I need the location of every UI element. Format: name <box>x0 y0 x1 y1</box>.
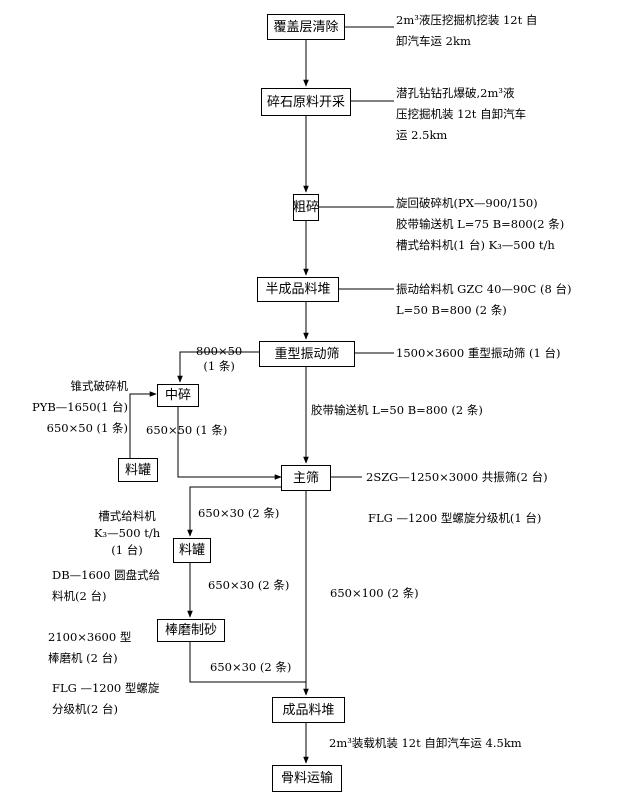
arrow-main-screen-to-bin <box>187 486 281 537</box>
note-line: 旋回破碎机(PX—900/150) <box>396 196 538 210</box>
note-line: L=50 B=800 (2 条) <box>396 303 507 317</box>
node-heavy-screen: 重型振动筛 <box>259 341 355 367</box>
note-line: (1 台) <box>111 543 143 557</box>
node-finished-stockpile: 成品料堆 <box>272 697 345 723</box>
note-line: 槽式给料机 <box>98 509 156 523</box>
note-line: 分级机(2 台) <box>52 702 118 716</box>
node-primary-crushing: 粗碎 <box>293 194 319 221</box>
note-belt-650-100: 650×100 (2 条) <box>330 586 419 600</box>
note-loader: 2m³装载机装 12t 自卸汽车运 4.5km <box>329 736 522 750</box>
note-belt-650-30-c: 650×30 (2 条) <box>210 660 292 674</box>
note-classifier: FLG —1200 型螺旋分级机(1 台) <box>368 511 542 525</box>
node-overburden-removal: 覆盖层清除 <box>267 14 345 40</box>
node-bin-left: 料罐 <box>118 458 158 482</box>
node-aggregate-transport: 骨料运输 <box>272 765 342 792</box>
arrow-rod-mill-to-finished <box>189 642 306 683</box>
note-heavy-screen: 1500×3600 重型振动筛 (1 台) <box>396 346 561 360</box>
note-belt-800: 800×50 (1 条) <box>196 344 242 374</box>
arrow-heavy-screen-to-crusher <box>177 351 262 383</box>
note-main-screen: 2SZG—1250×3000 共振筛(2 台) <box>366 470 548 484</box>
note-cone-crusher: 锥式破碎机 PYB—1650(1 台) 650×50 (1 条) <box>18 376 128 439</box>
note-primary: 旋回破碎机(PX—900/150) 胶带输送机 L=75 B=800(2 条) … <box>396 193 564 256</box>
note-line: 胶带输送机 L=75 B=800(2 条) <box>396 217 565 231</box>
note-line: PYB—1650(1 台) <box>32 400 128 414</box>
node-bin-middle: 料罐 <box>173 538 211 563</box>
note-line: 料机(2 台) <box>52 589 107 603</box>
note-line: 振动给料机 GZC 40—90C (8 台) <box>396 282 572 296</box>
note-line: 2100×3600 型 <box>48 630 132 644</box>
arrow-bin-to-crusher <box>129 391 157 458</box>
node-quarry-mining: 碎石原料开采 <box>261 88 351 116</box>
node-semi-stockpile: 半成品料堆 <box>257 277 339 302</box>
note-line: 棒磨机 (2 台) <box>48 651 118 665</box>
note-line: 2m³液压挖掘机挖装 12t 自 <box>396 13 538 27</box>
note-semi-feeder: 振动给料机 GZC 40—90C (8 台) L=50 B=800 (2 条) <box>396 279 571 321</box>
note-line: 650×50 (1 条) <box>46 421 128 435</box>
note-line: FLG —1200 型螺旋 <box>52 681 160 695</box>
note-line: DB—1600 圆盘式给 <box>52 568 161 582</box>
note-disc-feeder: DB—1600 圆盘式给 料机(2 台) <box>52 565 160 607</box>
note-line: (1 条) <box>203 359 235 373</box>
note-overburden: 2m³液压挖掘机挖装 12t 自 卸汽车运 2km <box>396 10 537 52</box>
arrow-crusher-to-main-screen <box>177 407 282 480</box>
note-mining: 潜孔钻钻孔爆破,2m³液 压挖掘机装 12t 自卸汽车 运 2.5km <box>396 83 526 146</box>
note-line: 潜孔钻钻孔爆破,2m³液 <box>396 86 515 100</box>
note-line: 卸汽车运 2km <box>396 34 471 48</box>
note-belt-650-30-b: 650×30 (2 条) <box>208 578 290 592</box>
note-classifier2: FLG —1200 型螺旋 分级机(2 台) <box>52 678 159 720</box>
note-trough-feeder: 槽式给料机 K₃—500 t/h (1 台) <box>82 508 172 559</box>
node-rod-mill: 棒磨制砂 <box>157 619 225 642</box>
note-line: 800×50 <box>196 344 243 358</box>
note-line: 压挖掘机装 12t 自卸汽车 <box>396 107 527 121</box>
node-secondary-crushing: 中碎 <box>157 384 199 407</box>
note-belt-650-50: 650×50 (1 条) <box>146 423 228 437</box>
note-belt-main: 胶带输送机 L=50 B=800 (2 条) <box>311 403 483 417</box>
note-line: 锥式破碎机 <box>70 379 129 393</box>
note-line: 运 2.5km <box>396 128 448 142</box>
note-belt-650-30-a: 650×30 (2 条) <box>198 506 280 520</box>
note-line: K₃—500 t/h <box>93 526 161 540</box>
note-line: 槽式给料机(1 台) K₃—500 t/h <box>396 238 555 252</box>
note-rod-mill-spec: 2100×3600 型 棒磨机 (2 台) <box>48 627 131 669</box>
node-main-screen: 主筛 <box>281 465 331 491</box>
